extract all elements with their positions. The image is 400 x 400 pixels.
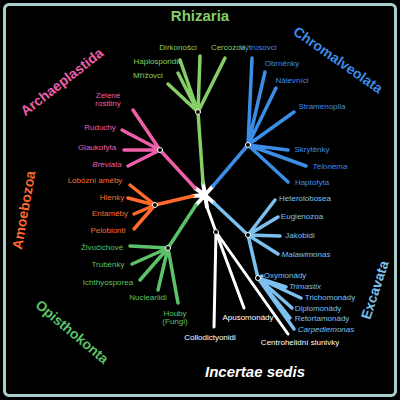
taxon-label: Hlenky <box>100 194 124 202</box>
taxon-label: Haptofyta <box>295 179 329 187</box>
taxon-label: Zelené rostliny <box>88 92 128 109</box>
taxon-label: Telonema <box>313 163 348 171</box>
taxon-label: Dirkonošci <box>159 44 196 52</box>
taxon-label: Jakobidi <box>285 232 314 240</box>
taxon-label: Heterolobosea <box>279 195 331 203</box>
clade-label: Excavata <box>358 259 391 321</box>
taxon-label: Haplosporidie <box>134 58 183 66</box>
branch-node <box>158 148 163 153</box>
taxon-label: Malawimonas <box>282 251 331 259</box>
taxon-label: Stramenopila <box>298 103 345 111</box>
taxon-label: Diplomonády <box>295 305 342 313</box>
taxon-label: Trichomonády <box>305 294 355 302</box>
taxon-label: Oxymonády <box>264 272 307 280</box>
taxon-label: Skrytěnky <box>294 146 329 154</box>
taxon-label: Entaméby <box>92 210 128 218</box>
taxon-label: Apusomonády <box>222 314 273 322</box>
taxon-label: Ichthyosporea <box>83 279 133 287</box>
taxon-label: Nucleariidi <box>129 294 166 302</box>
taxon-label: Lobózní améby <box>68 177 123 185</box>
taxon-label: Glaukofyta <box>78 144 116 152</box>
branch-node <box>214 230 219 235</box>
taxon-label: Retortamonády <box>295 315 350 323</box>
taxon-label: Mřížovci <box>133 72 163 80</box>
taxon-label: Obrněnky <box>265 60 300 68</box>
taxon-label: Carpediemonas <box>298 326 354 334</box>
taxon-label: Euglenozoa <box>281 213 323 221</box>
branch-node <box>246 233 251 238</box>
taxon-label: Houby (Fungi) <box>158 310 192 327</box>
branch-node <box>196 110 201 115</box>
taxon-label: Nálevníci <box>276 77 309 85</box>
branch-node <box>246 143 251 148</box>
clade-label: Amoebozoa <box>10 170 38 251</box>
clade-label: Incertae sedis <box>205 364 305 380</box>
branch-node <box>256 276 261 281</box>
taxon-label: Živočichové <box>81 244 123 252</box>
taxon-label: Ruduchy <box>84 124 116 132</box>
clade-label: Opisthokonta <box>33 297 112 366</box>
taxon-label: Trimastix <box>289 283 321 291</box>
taxon-label: Pelobionti <box>90 227 125 235</box>
taxon-label: Trubénky <box>91 261 124 269</box>
taxon-label: Collodictyonidi <box>184 334 236 342</box>
clade-label: Archaeplastida <box>18 45 106 118</box>
clade-label: Chromalveolata <box>291 24 385 96</box>
branch-node <box>153 203 158 208</box>
taxon-label: Výtrusovci <box>240 44 277 52</box>
taxon-label: Centrohelidní slunivky <box>261 339 339 347</box>
taxon-label: Breviata <box>92 161 121 169</box>
branch-node <box>166 246 171 251</box>
clade-label: Rhizaria <box>171 8 229 24</box>
